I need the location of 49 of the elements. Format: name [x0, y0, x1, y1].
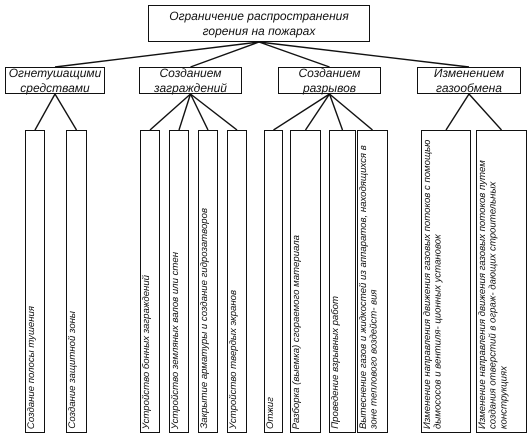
category-column [476, 130, 527, 433]
connector-line [304, 94, 330, 130]
connector-line [258, 41, 470, 68]
category-box [139, 67, 242, 94]
node-label: Изменением газообмена [432, 66, 506, 96]
node-label: Устройство бонных заграждений [142, 274, 153, 429]
connector-line [34, 94, 56, 130]
node-label: Созданием заграждений [153, 66, 228, 96]
node-label: Созданием разрывов [298, 66, 362, 96]
connector-line [273, 93, 330, 131]
category-column [25, 130, 45, 433]
node-label: Устройство земляных валов или стен [171, 252, 182, 429]
connector-line [328, 94, 344, 130]
connector-line [190, 93, 238, 131]
category-column [227, 130, 247, 433]
node-label: Огнетушащими средствами [8, 66, 102, 96]
category-column [357, 130, 388, 433]
connector-line [54, 94, 78, 130]
category-column [169, 130, 189, 433]
node-label: Создание полосы тушения [27, 306, 38, 429]
node-label: Изменение направления движения газовых потоков путем создания отверстий в ограж- дающих строительных конструкциях [478, 159, 510, 429]
category-column [329, 130, 356, 433]
node-label: Вытеснение газов и жидкостей из аппаратов, находящихся в зоне теплового воздейст- вия [359, 144, 380, 429]
category-column [66, 130, 87, 433]
connector-line [190, 94, 209, 130]
category-column [421, 130, 471, 433]
category-column [198, 130, 218, 433]
connector-line [178, 94, 192, 130]
category-column [140, 130, 160, 433]
connector-line [190, 41, 260, 68]
connector-line [258, 41, 330, 68]
node-label: Создание защитной зоны [68, 311, 79, 429]
connector-line [468, 94, 502, 130]
connector-line [329, 93, 373, 131]
node-label: Закрытие арматуры и создание гидрозатворов [200, 208, 211, 429]
category-box [278, 67, 381, 94]
node-label: Разборка (выемка) сгораемого материала [292, 234, 303, 429]
node-label: Устройство твердых экранов [229, 290, 240, 429]
node-label: Проведение взрывных работ [331, 296, 342, 429]
connector-line [445, 94, 470, 130]
category-box [417, 67, 521, 94]
connector-line [150, 93, 191, 131]
connector-line [54, 41, 260, 68]
node-label: Изменение направления движения газовых потоков с помощью дымососов и вентиля- ционных установок [423, 138, 444, 429]
category-column [290, 130, 321, 433]
node-label: Отжиг [266, 396, 277, 429]
node-label: Ограничение распространения горения на пожарах [168, 8, 350, 38]
category-box [148, 5, 370, 42]
category-column [264, 130, 283, 433]
